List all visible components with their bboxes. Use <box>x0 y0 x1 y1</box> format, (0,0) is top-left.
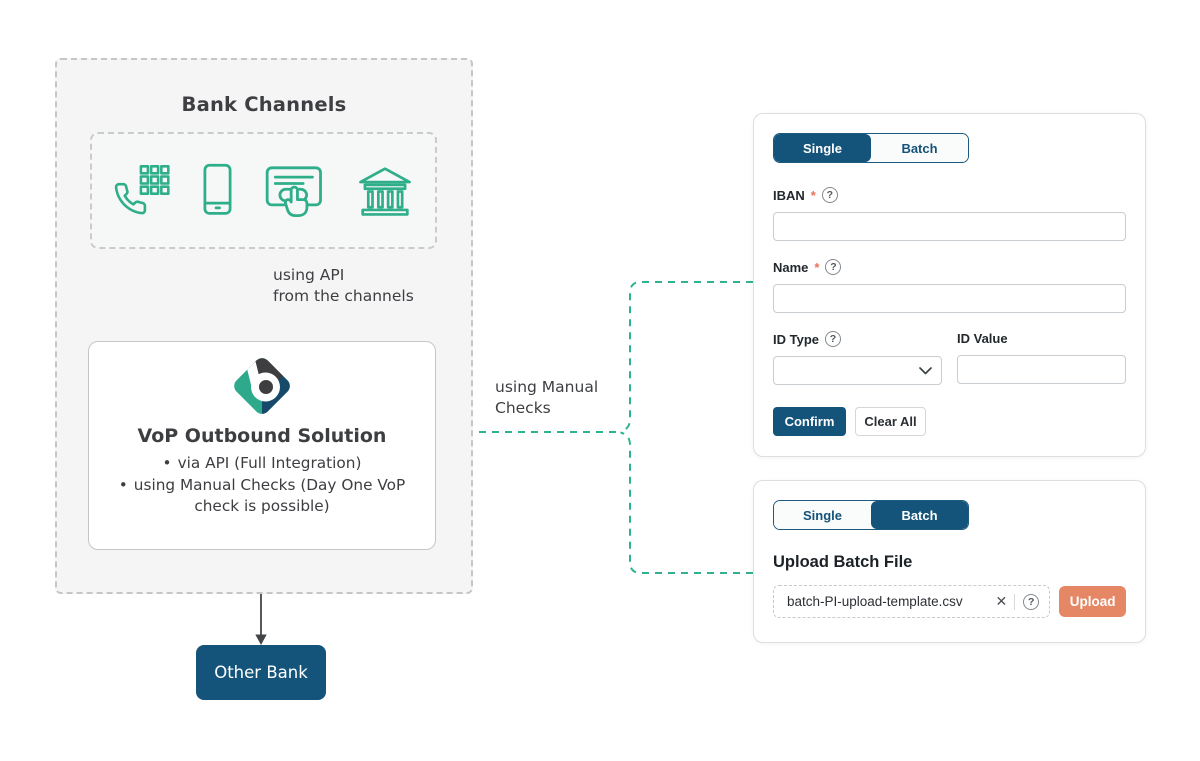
name-label: Name * ? <box>773 259 1126 275</box>
chevron-down-icon <box>919 366 932 374</box>
phone-keypad-icon <box>114 164 170 214</box>
api-flow-label: using API from the channels <box>273 266 414 305</box>
channel-icons-box <box>90 132 437 249</box>
tab-single[interactable]: Single <box>774 501 871 529</box>
panel-title: Bank Channels <box>181 93 347 116</box>
file-chip[interactable]: batch-PI-upload-template.csv ✕ ? <box>773 585 1051 618</box>
connector-batch-card <box>620 431 753 574</box>
other-bank-node[interactable]: Other Bank <box>196 645 326 700</box>
iban-label: IBAN * ? <box>773 187 1126 203</box>
tab-single[interactable]: Single <box>774 134 871 162</box>
vop-bullet: •using Manual Checks (Day One VoP check … <box>118 475 406 516</box>
tab-batch[interactable]: Batch <box>871 501 968 529</box>
id-value-label: ID Value <box>957 331 1008 346</box>
online-banking-icon <box>265 165 322 217</box>
id-type-select[interactable] <box>773 356 942 385</box>
batch-upload-card: Single Batch Upload Batch File batch-PI-… <box>753 480 1146 643</box>
connector-single-card <box>620 281 753 433</box>
clear-all-button[interactable]: Clear All <box>855 407 926 436</box>
divider <box>1014 593 1016 610</box>
id-type-label: ID Type ? <box>773 331 942 347</box>
help-icon[interactable]: ? <box>1023 593 1040 610</box>
upload-heading: Upload Batch File <box>773 553 913 571</box>
vop-bullet: •via API (Full Integration) <box>162 454 362 472</box>
confirm-button[interactable]: Confirm <box>773 407 846 436</box>
bank-branch-icon <box>359 166 411 216</box>
tab-batch[interactable]: Batch <box>871 134 968 162</box>
required-marker: * <box>810 187 816 203</box>
vop-title: VoP Outbound Solution <box>137 425 387 447</box>
vop-bullet-list: •via API (Full Integration) •using Manua… <box>96 453 428 518</box>
remove-file-icon[interactable]: ✕ <box>995 593 1008 609</box>
tab-group: Single Batch <box>773 500 969 530</box>
id-value-input[interactable] <box>957 355 1126 384</box>
manual-checks-label: using Manual Checks <box>495 378 599 417</box>
help-icon[interactable]: ? <box>821 187 838 203</box>
iban-input[interactable] <box>773 212 1126 241</box>
smartphone-icon <box>203 163 232 215</box>
arrowhead-down-icon <box>255 634 267 645</box>
required-marker: * <box>814 259 820 275</box>
vop-logo-icon <box>230 354 294 418</box>
upload-button[interactable]: Upload <box>1059 586 1126 617</box>
name-input[interactable] <box>773 284 1126 313</box>
single-check-card: Single Batch IBAN * ? Name * ? ID Type ? <box>753 113 1146 457</box>
help-icon[interactable]: ? <box>825 331 841 347</box>
help-icon[interactable]: ? <box>825 259 842 275</box>
tab-group: Single Batch <box>773 133 969 163</box>
file-name: batch-PI-upload-template.csv <box>787 594 963 609</box>
vop-solution-box: VoP Outbound Solution •via API (Full Int… <box>88 341 436 550</box>
